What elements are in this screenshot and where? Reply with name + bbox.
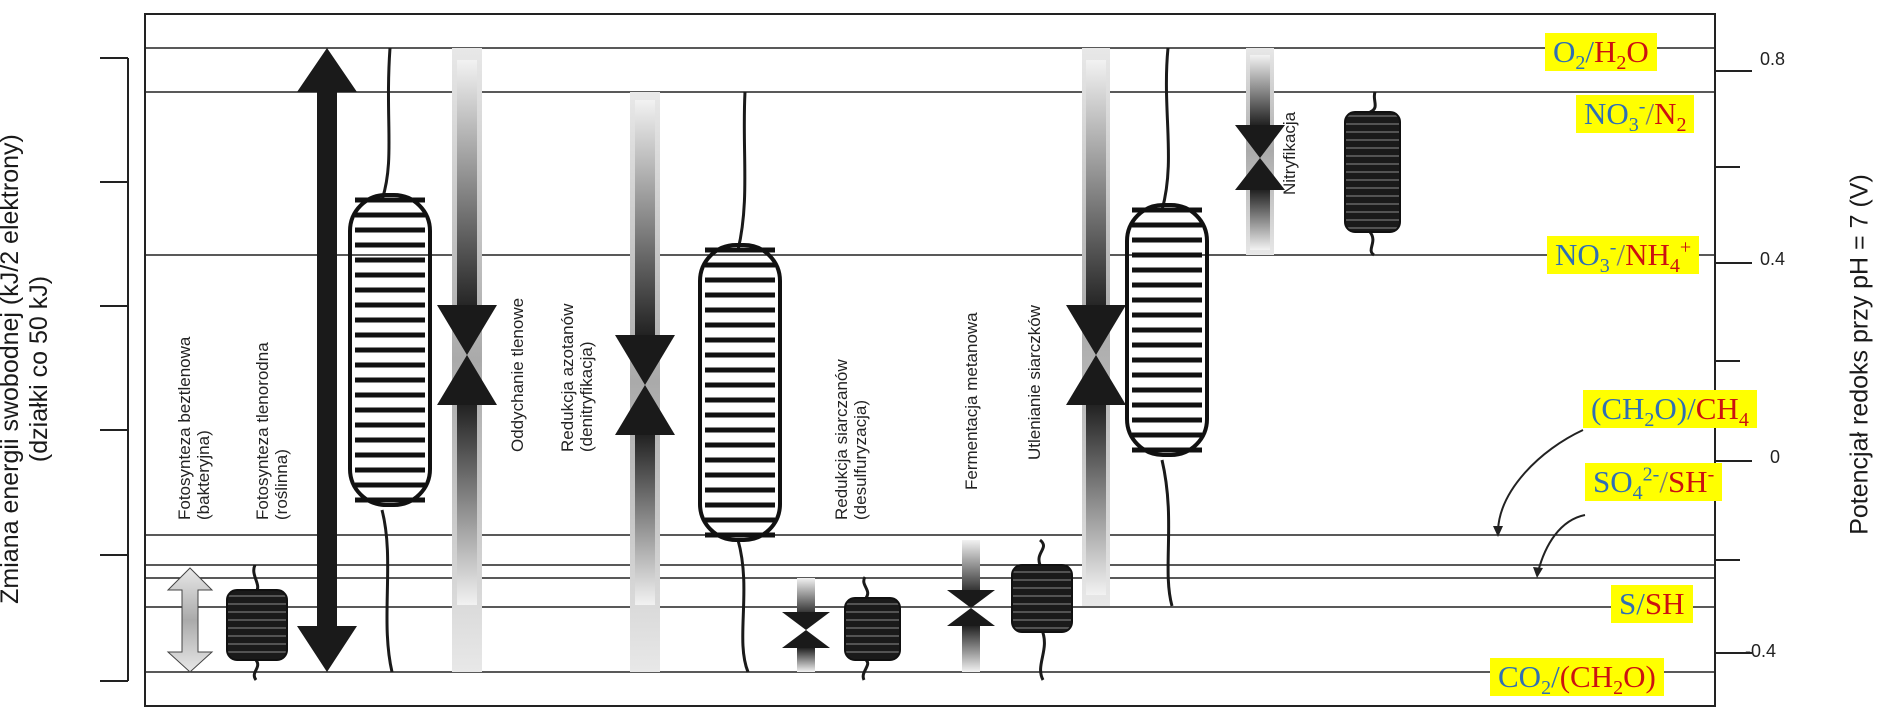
process-oxygenic-photosynthesis: Fotosynteza tlenorodna (roślinna) — [253, 342, 291, 520]
pointer-arrows — [1498, 430, 1585, 572]
couple-oxidant: O2 — [1553, 34, 1585, 69]
couple-reductant: H2O — [1594, 34, 1649, 69]
couple-reductant: SH — [1645, 586, 1685, 621]
tick-label-0: 0 — [1770, 447, 1780, 468]
process-name: Fotosynteza tlenorodna — [253, 342, 272, 520]
couple-oxidant: NO3- — [1584, 96, 1645, 131]
couple-o2-h2o: O2/H2O — [1545, 33, 1657, 71]
couple-reductant: (CH2O) — [1560, 659, 1656, 694]
pointer-arrowheads — [1493, 526, 1543, 578]
left-axis-line-2: (działki co 50 kJ) — [25, 49, 54, 689]
couple-reductant: NH4+ — [1625, 237, 1691, 272]
process-denitrification: Redukcja azotanów (denitryfikacja) — [558, 304, 596, 452]
tick-label-0-8: 0.8 — [1760, 49, 1785, 70]
process-name: Redukcja azotanów — [558, 304, 577, 452]
couple-reductant: SH- — [1668, 464, 1714, 499]
process-name: Redukcja siarczanów — [832, 359, 851, 520]
process-sulfate-reduction: Redukcja siarczanów (desulfuryzacja) — [832, 359, 870, 520]
couple-s-sh: S/SH — [1611, 585, 1693, 623]
aerobic-respiration-arrows — [437, 60, 497, 605]
tick-label-0-4: 0.4 — [1760, 249, 1785, 270]
process-name: Utlenianie siarczków — [1025, 305, 1044, 460]
couple-oxidant: S — [1619, 586, 1636, 621]
process-name: Fermentacja metanowa — [962, 312, 981, 490]
nitrification-arrows — [1235, 55, 1285, 250]
couple-so4-sh: SO42-/SH- — [1585, 463, 1722, 501]
left-energy-axis — [100, 58, 128, 681]
process-subtitle: (bakteryjna) — [194, 337, 213, 520]
process-name: Fotosynteza beztlenowa — [175, 337, 194, 520]
couple-oxidant: SO42- — [1593, 464, 1659, 499]
process-aerobic-respiration: Oddychanie tlenowe — [508, 298, 527, 452]
couple-oxidant: CO2 — [1498, 659, 1551, 694]
process-name: Oddychanie tlenowe — [508, 298, 527, 452]
process-name: Nitryfikacja — [1280, 112, 1299, 195]
process-subtitle: (roślinna) — [272, 342, 291, 520]
couple-oxidant: NO3- — [1555, 237, 1616, 272]
process-sulfide-oxidation: Utlenianie siarczków — [1025, 305, 1044, 460]
right-redox-axis — [1715, 14, 1752, 706]
redox-level-lines — [145, 48, 1715, 672]
left-axis-title: Zmiana energii swobodnej (kJ/2 elektrony… — [0, 49, 54, 689]
methane-fermentation-arrows — [947, 540, 995, 672]
process-subtitle: (desulfuryzacja) — [851, 359, 870, 520]
couple-reductant: N2 — [1654, 96, 1686, 131]
process-anoxygenic-photosynthesis: Fotosynteza beztlenowa (bakteryjna) — [175, 337, 213, 520]
process-subtitle: (denitryfikacja) — [577, 304, 596, 452]
couple-co2-ch2o: CO2/(CH2O) — [1490, 658, 1664, 696]
couple-reductant: CH4 — [1696, 391, 1749, 426]
process-methane-fermentation: Fermentacja metanowa — [962, 312, 981, 490]
couple-ch2o-ch4: (CH2O)/CH4 — [1583, 390, 1757, 428]
denitrification-arrows — [615, 100, 675, 605]
couple-no3-nh4: NO3-/NH4+ — [1547, 236, 1699, 274]
left-axis-line-1: Zmiana energii swobodnej (kJ/2 elektrony… — [0, 49, 25, 689]
sulfide-oxidation-arrows — [1066, 60, 1126, 595]
process-nitrification: Nitryfikacja — [1280, 112, 1299, 195]
tick-label-minus-0-4: -0.4 — [1745, 641, 1776, 662]
couple-no3-n2: NO3-/N2 — [1576, 95, 1694, 133]
sulfate-reduction-arrows — [782, 578, 830, 672]
couple-oxidant: (CH2O) — [1591, 391, 1687, 426]
anoxygenic-photosynthesis-arrow — [168, 568, 212, 672]
right-axis-title: Potencjał redoks przy pH = 7 (V) — [1846, 55, 1875, 655]
diagram-frame — [145, 14, 1715, 706]
